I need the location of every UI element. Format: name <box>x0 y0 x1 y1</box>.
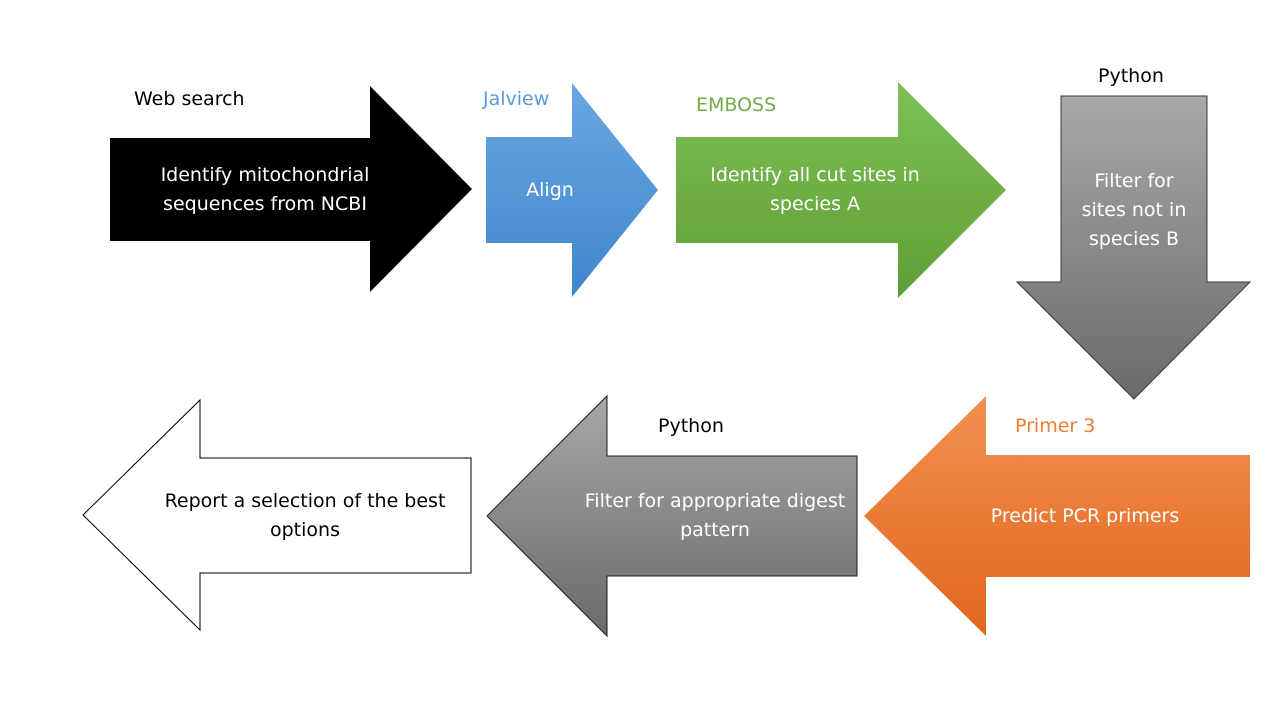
tool-label-primer3: Primer 3 <box>1015 415 1096 437</box>
step-6-text: Filter for appropriate digest pattern <box>550 456 880 576</box>
arrow-step-3-emboss <box>676 82 1006 298</box>
arrow-step-6-python <box>486 394 858 638</box>
step-5-text: Predict PCR primers <box>950 455 1220 577</box>
step-7-text: Report a selection of the best options <box>140 458 470 573</box>
step-4-text: Filter for sites not in species B <box>1061 150 1207 270</box>
step-4-label: Filter for sites not in species B <box>1081 169 1187 250</box>
tool-label-python-top: Python <box>1098 65 1164 87</box>
step-2-text: Align <box>490 137 610 243</box>
step-2-label: Align <box>526 178 574 201</box>
step-1-label: Identify mitochondrial sequences from NC… <box>160 163 370 215</box>
step-1-text: Identify mitochondrial sequences from NC… <box>120 138 410 241</box>
tool-label-python-bottom: Python <box>658 415 724 437</box>
step-6-label: Filter for appropriate digest pattern <box>584 490 846 541</box>
tool-label-emboss: EMBOSS <box>696 94 777 116</box>
step-3-text: Identify all cut sites in species A <box>680 137 950 243</box>
step-3-label: Identify all cut sites in species A <box>710 164 920 215</box>
tool-label-web-search: Web search <box>134 88 245 110</box>
step-5-label: Predict PCR primers <box>990 504 1180 527</box>
arrow-step-7-report <box>82 398 472 632</box>
arrow-step-1-web-search <box>110 86 472 292</box>
tool-label-jalview: Jalview <box>483 88 550 110</box>
arrow-step-4-python <box>1015 95 1252 400</box>
arrow-step-5-primer3 <box>864 396 1250 636</box>
arrow-step-2-jalview <box>486 83 658 297</box>
step-7-label: Report a selection of the best options <box>164 489 446 541</box>
